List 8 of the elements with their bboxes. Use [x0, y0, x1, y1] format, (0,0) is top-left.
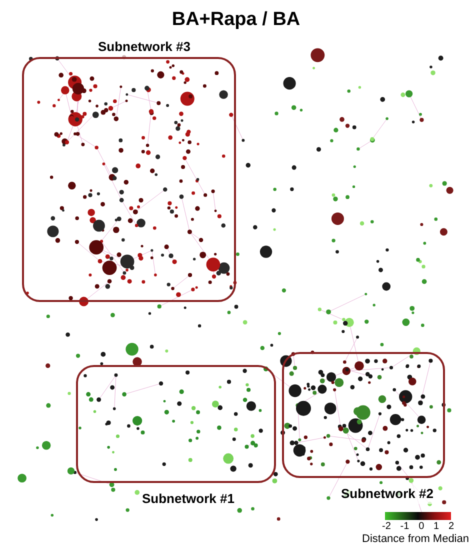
- colorbar-caption: Distance from Median: [362, 533, 469, 546]
- colorbar-tick-label: 1: [434, 521, 440, 532]
- colorbar-tick-label: 2: [448, 521, 454, 532]
- diagram-title: BA+Rapa / BA: [172, 8, 300, 32]
- colorbar-tick-label: 0: [418, 521, 424, 532]
- colorbar-tick-label: -2: [382, 521, 391, 532]
- subnetwork-heading: Subnetwork #2: [339, 484, 436, 504]
- colorbar-tick-label: -1: [400, 521, 410, 532]
